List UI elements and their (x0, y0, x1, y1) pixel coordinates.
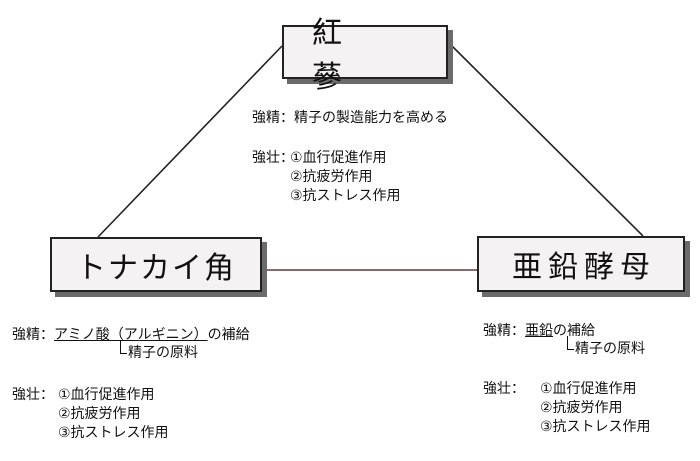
right-sub-note: 精子の原料 (567, 336, 645, 357)
left-kyousei-label: 強精： (12, 327, 54, 343)
top-effect-1: ①血行促進作用 (290, 150, 387, 166)
right-effect-1: ①血行促進作用 (540, 381, 637, 397)
top-kyousei-line: 強精：精子の製造能力を高める (252, 109, 448, 128)
left-kyousei-underlined: アミノ酸（アルギニン） (54, 327, 208, 343)
node-red-ginseng: 紅 蔘 (282, 16, 448, 95)
right-kyousei-underlined: 亜鉛 (525, 323, 553, 339)
top-kyousei-text: 精子の製造能力を高める (294, 110, 448, 126)
top-kyousou-label: 強壮： (252, 150, 294, 166)
top-kyousei-label: 強精： (252, 110, 294, 126)
line-top-to-right (451, 45, 644, 237)
left-sub-note: 精子の原料 (120, 340, 198, 361)
right-kyousou-label: 強壮： (483, 381, 525, 397)
node-reindeer-antler: トナカイ角 (50, 237, 262, 292)
left-effect-2: ②抗疲労作用 (58, 406, 141, 422)
top-effect-3: ③抗ストレス作用 (290, 188, 401, 204)
right-effect-3: ③抗ストレス作用 (540, 419, 651, 435)
left-effect-1: ①血行促進作用 (58, 387, 155, 403)
left-kyousou-label: 強壮： (12, 387, 54, 403)
right-effect-2: ②抗疲労作用 (540, 400, 623, 416)
right-kyousei-line: 強精：亜鉛の補給 (483, 322, 595, 341)
left-kyousei-suffix: の補給 (207, 327, 250, 343)
left-kyousei-line: 強精：アミノ酸（アルギニン）の補給 (12, 326, 250, 345)
left-effect-3: ③抗ストレス作用 (58, 425, 169, 441)
right-kyousei-suffix: の補給 (553, 323, 595, 339)
top-effect-2: ②抗疲労作用 (290, 169, 373, 185)
line-top-to-left (97, 45, 283, 238)
node-zinc-yeast: 亜鉛酵母 (477, 236, 685, 292)
right-kyousei-label: 強精： (483, 323, 525, 339)
